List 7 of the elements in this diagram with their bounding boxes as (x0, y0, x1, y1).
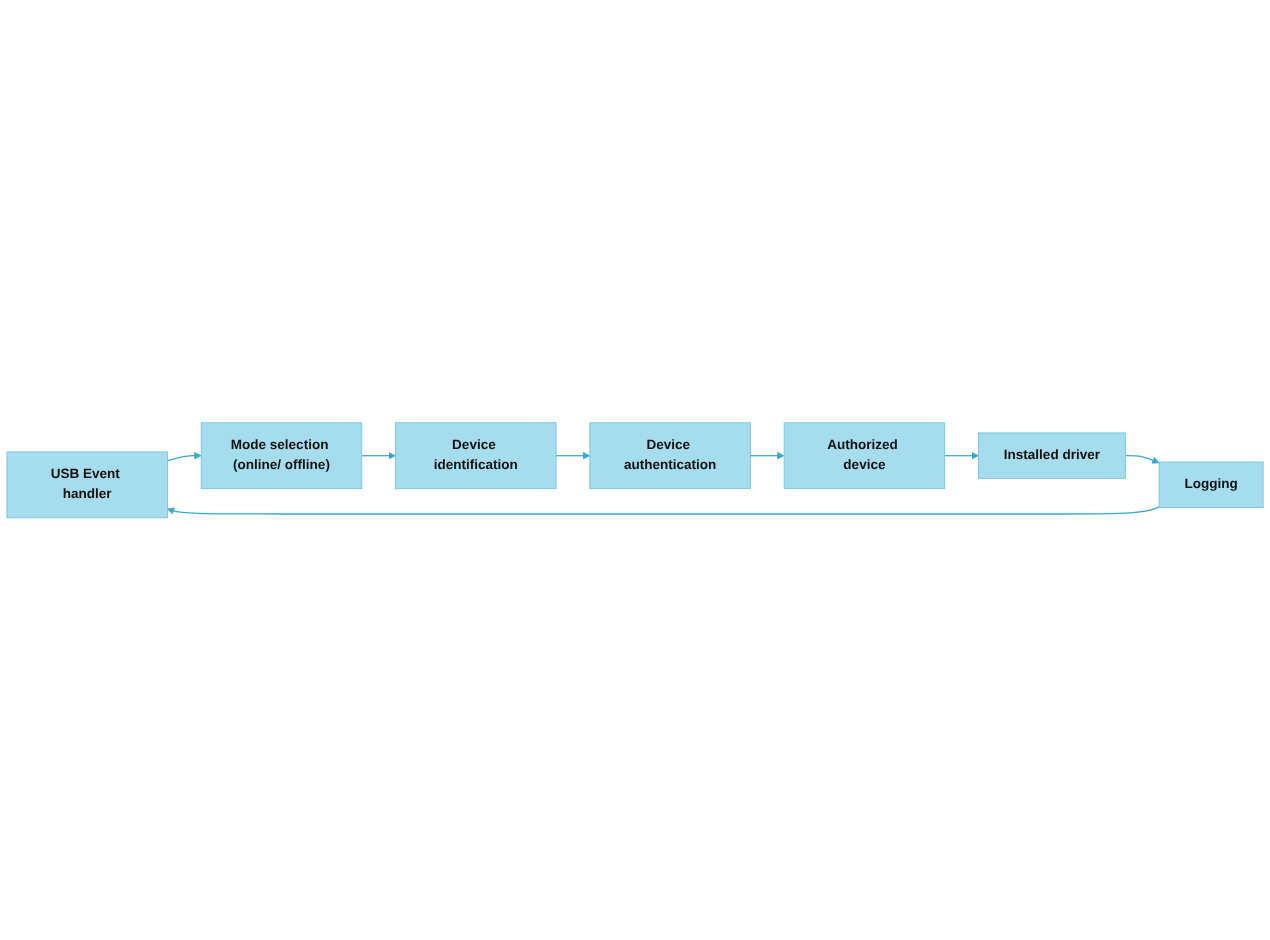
arrow (1124, 454, 1160, 464)
arrow (555, 451, 591, 460)
arrow (749, 451, 785, 460)
arrow (166, 451, 202, 462)
arrow (944, 451, 979, 460)
arrow (167, 505, 1160, 515)
arrow (361, 451, 396, 460)
